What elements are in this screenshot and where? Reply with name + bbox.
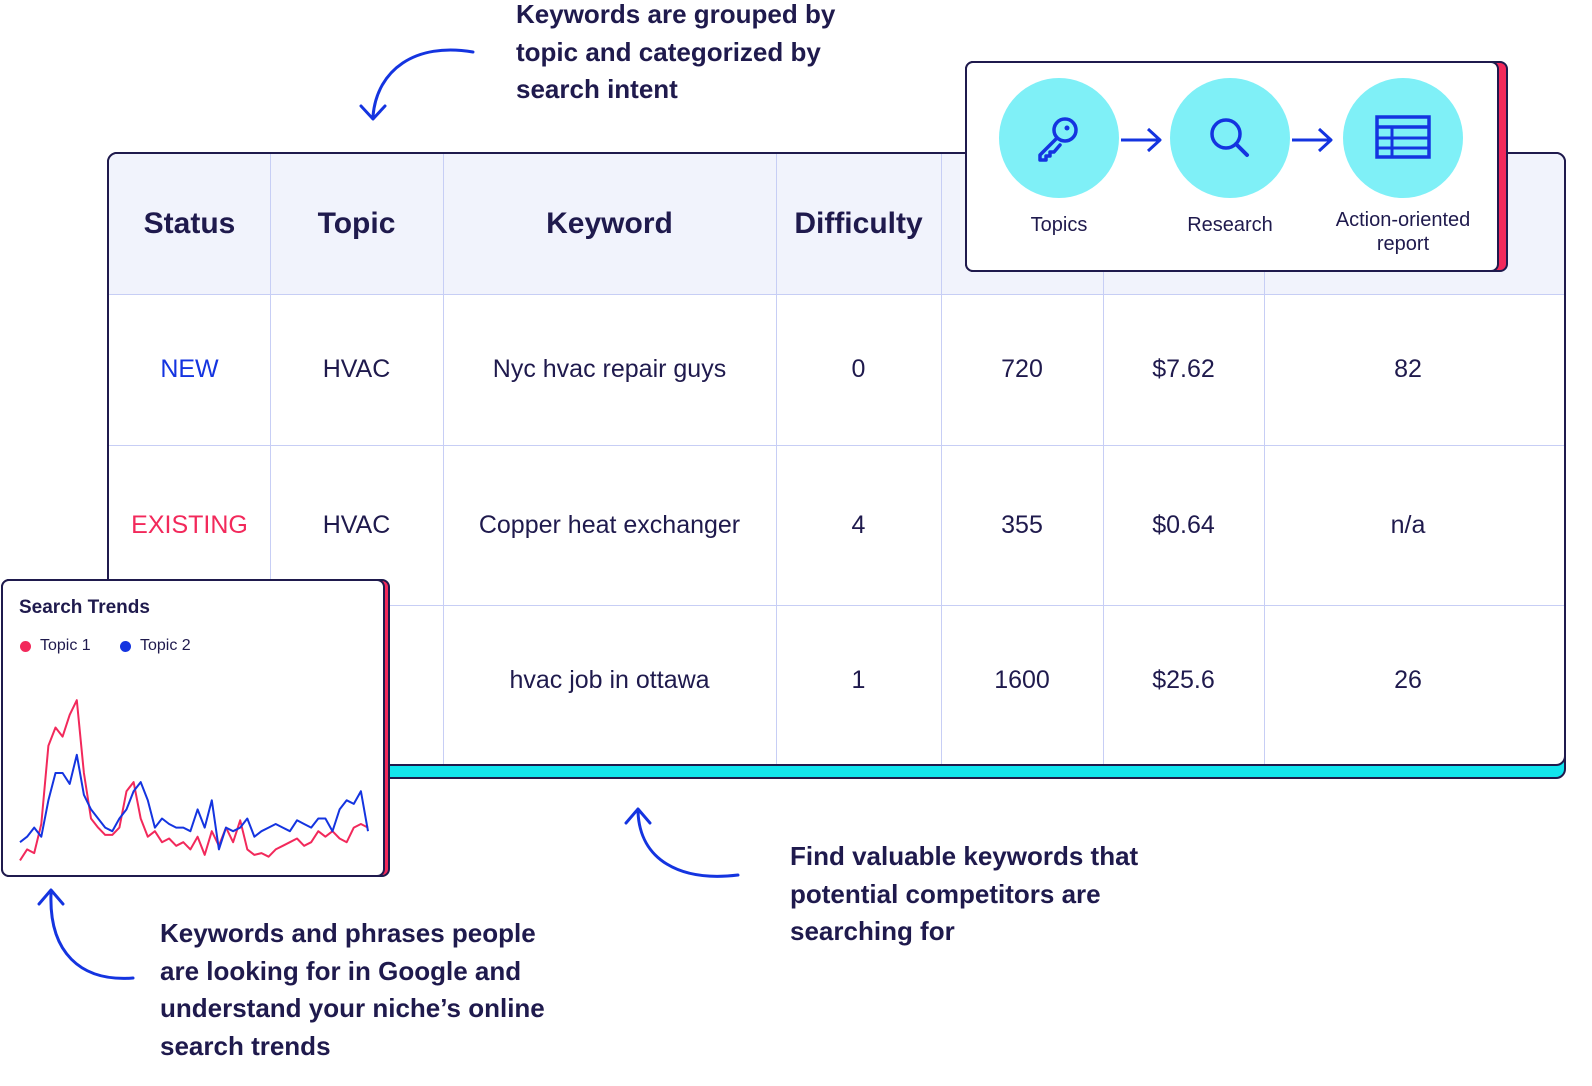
- cell-keyword: Nyc hvac repair guys: [492, 355, 727, 383]
- legend-label: Topic 1: [40, 637, 91, 654]
- row-divider: [109, 445, 1564, 446]
- header-topic: Topic: [317, 207, 396, 240]
- curved-arrow-icon-middle: [624, 807, 740, 878]
- cell-keyword: Copper heat exchanger: [478, 510, 741, 539]
- cell-volume: 720: [1001, 355, 1043, 383]
- legend-dot-icon: [120, 640, 131, 652]
- step-topics: [999, 78, 1119, 198]
- legend-label: Topic 2: [140, 637, 191, 654]
- callout-search-trends: Keywords and phrases people are looking …: [160, 918, 545, 1061]
- callout-competitor-keywords: Find valuable keywords that potential co…: [790, 841, 1139, 946]
- step-report: [1343, 78, 1463, 198]
- curved-arrow-icon-bottom: [37, 888, 135, 980]
- step-label-topics: Topics: [1030, 214, 1088, 236]
- cell-difficulty: 4: [851, 510, 866, 539]
- column-divider: [941, 154, 942, 764]
- cell-topic: HVAC: [322, 355, 391, 383]
- search-trends-card-body: Search Trends Topic 1 Topic 2: [1, 579, 385, 877]
- key-icon: [1038, 117, 1078, 162]
- header-keyword: Keyword: [546, 207, 673, 240]
- chart-title: Search Trends: [19, 597, 150, 618]
- cell-score: 26: [1394, 666, 1422, 694]
- legend-dot-icon: [20, 640, 31, 652]
- cell-topic: HVAC: [322, 510, 391, 539]
- column-divider: [270, 154, 271, 764]
- header-status: Status: [143, 207, 236, 240]
- column-divider: [443, 154, 444, 764]
- column-divider: [776, 154, 777, 764]
- cell-keyword: hvac job in ottawa: [509, 666, 710, 694]
- cell-volume: 355: [1001, 510, 1043, 539]
- cell-difficulty: 0: [851, 355, 866, 383]
- curved-arrow-icon-top: [359, 48, 475, 121]
- cell-cpc: $7.62: [1152, 355, 1215, 383]
- cell-score: n/a: [1390, 510, 1426, 539]
- header-difficulty: Difficulty: [794, 207, 923, 240]
- trend-chart: [19, 699, 369, 861]
- cell-difficulty: 1: [851, 666, 866, 694]
- legend-item-topic-2: Topic 2: [120, 637, 191, 655]
- callout-grouped-by-topic: Keywords are grouped by topic and catego…: [516, 0, 836, 104]
- cell-cpc: $25.6: [1152, 666, 1215, 694]
- column-divider: [1264, 154, 1265, 764]
- search-trends-card: Search Trends Topic 1 Topic 2: [1, 579, 390, 877]
- step-label-report: Action-oriented report: [1335, 209, 1471, 255]
- arrow-right-icon: [1292, 127, 1333, 153]
- step-research: [1170, 78, 1290, 198]
- status-badge: NEW: [160, 355, 219, 383]
- row-divider: [109, 294, 1564, 295]
- series-line-topic-1: [19, 699, 369, 861]
- cell-score: 82: [1394, 355, 1422, 383]
- arrow-right-icon: [1121, 127, 1162, 153]
- table-icon: [1375, 115, 1431, 159]
- step-label-research: Research: [1187, 214, 1273, 236]
- workflow-card: Topics Research Action-oriented report: [965, 61, 1508, 272]
- search-icon: [1210, 118, 1249, 157]
- status-badge: EXISTING: [131, 510, 248, 539]
- cell-volume: 1600: [994, 666, 1050, 694]
- cell-cpc: $0.64: [1152, 510, 1215, 539]
- row-divider: [109, 605, 1564, 606]
- workflow-card-body: Topics Research Action-oriented report: [965, 61, 1499, 272]
- legend-item-topic-1: Topic 1: [20, 637, 91, 655]
- column-divider: [1103, 154, 1104, 764]
- series-line-topic-2: [19, 753, 369, 851]
